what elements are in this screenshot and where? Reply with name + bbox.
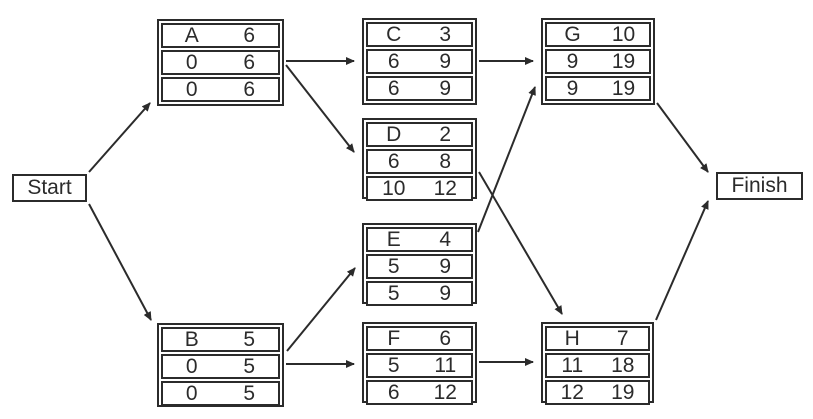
early-times-row: 0 5 [161,354,280,379]
late-finish: 19 [611,381,635,404]
edge-b-e [286,267,356,352]
early-finish: 18 [611,354,635,377]
activity-duration: 7 [616,327,629,350]
late-times-row: 10 12 [366,176,473,201]
late-times-row: 9 19 [545,76,651,101]
activity-name-row: G 10 [545,22,651,47]
early-start: 9 [566,50,579,73]
activity-name-row: C 3 [366,22,473,47]
edge-d-h [478,171,563,315]
late-times-row: 12 19 [545,380,650,405]
late-start: 0 [185,78,198,101]
early-start: 5 [387,354,400,377]
activity-node-h: H 7 11 18 12 19 [541,322,654,405]
activity-name: F [387,327,401,350]
activity-duration: 3 [439,23,452,46]
activity-name: C [386,23,402,46]
late-finish: 9 [439,77,452,100]
late-times-row: 5 9 [366,281,473,306]
edge-e-g [477,86,536,233]
activity-name: G [564,23,581,46]
early-start: 6 [387,50,400,73]
early-start: 11 [561,354,584,377]
activity-name-row: A 6 [161,23,280,48]
activity-name-row: H 7 [545,326,650,351]
activity-name: H [564,327,580,350]
early-times-row: 5 9 [366,254,473,279]
activity-name: B [184,328,199,351]
late-finish: 6 [243,78,256,101]
activity-node-f: F 6 5 11 6 12 [362,322,477,405]
early-finish: 9 [439,255,452,278]
late-times-row: 6 9 [366,76,473,101]
activity-node-e: E 4 5 9 5 9 [362,223,477,306]
activity-duration: 5 [243,328,256,351]
edge-a-d [285,64,355,153]
early-times-row: 6 8 [366,149,473,174]
activity-name: E [386,228,401,251]
early-start: 0 [185,355,198,378]
late-finish: 9 [439,282,452,305]
finish-node: Finish [716,172,803,200]
late-finish: 12 [433,177,457,200]
activity-name-row: B 5 [161,327,280,352]
early-finish: 9 [439,50,452,73]
activity-node-g: G 10 9 19 9 19 [541,18,655,105]
late-start: 12 [560,381,584,404]
late-start: 5 [387,282,400,305]
early-times-row: 6 9 [366,49,473,74]
start-label: Start [27,176,72,199]
early-finish: 5 [243,355,256,378]
activity-duration: 10 [611,23,636,46]
activity-duration: 6 [243,24,256,47]
late-start: 0 [185,382,198,405]
activity-node-a: A 6 0 6 0 6 [157,19,284,106]
activity-name-row: D 2 [366,122,473,147]
edge-start-b [88,203,152,321]
late-times-row: 0 6 [161,77,280,102]
late-finish: 5 [243,382,256,405]
edge-h-finish [655,200,709,321]
early-finish: 11 [434,354,457,377]
late-finish: 12 [433,381,457,404]
activity-name: D [386,123,402,146]
activity-duration: 2 [439,123,452,146]
activity-node-c: C 3 6 9 6 9 [362,18,477,105]
late-start: 6 [387,77,400,100]
late-start: 10 [382,177,406,200]
late-start: 6 [387,381,400,404]
early-times-row: 5 11 [366,353,473,378]
activity-node-d: D 2 6 8 10 12 [362,118,477,201]
activity-node-b: B 5 0 5 0 5 [157,323,284,407]
edge-g-finish [656,102,709,173]
activity-name-row: F 6 [366,326,473,351]
late-times-row: 6 12 [366,380,473,405]
early-times-row: 11 18 [545,353,650,378]
late-finish: 19 [611,77,636,100]
finish-label: Finish [731,174,788,197]
edge-start-a [88,102,151,173]
early-start: 0 [185,51,198,74]
early-finish: 6 [243,51,256,74]
early-finish: 8 [439,150,452,173]
early-finish: 19 [611,50,636,73]
activity-duration: 4 [439,228,452,251]
start-node: Start [12,174,87,202]
late-times-row: 0 5 [161,381,280,406]
activity-duration: 6 [439,327,452,350]
early-times-row: 0 6 [161,50,280,75]
early-start: 5 [387,255,400,278]
early-start: 6 [387,150,400,173]
early-times-row: 9 19 [545,49,651,74]
activity-name: A [184,24,199,47]
late-start: 9 [566,77,579,100]
activity-name-row: E 4 [366,227,473,252]
